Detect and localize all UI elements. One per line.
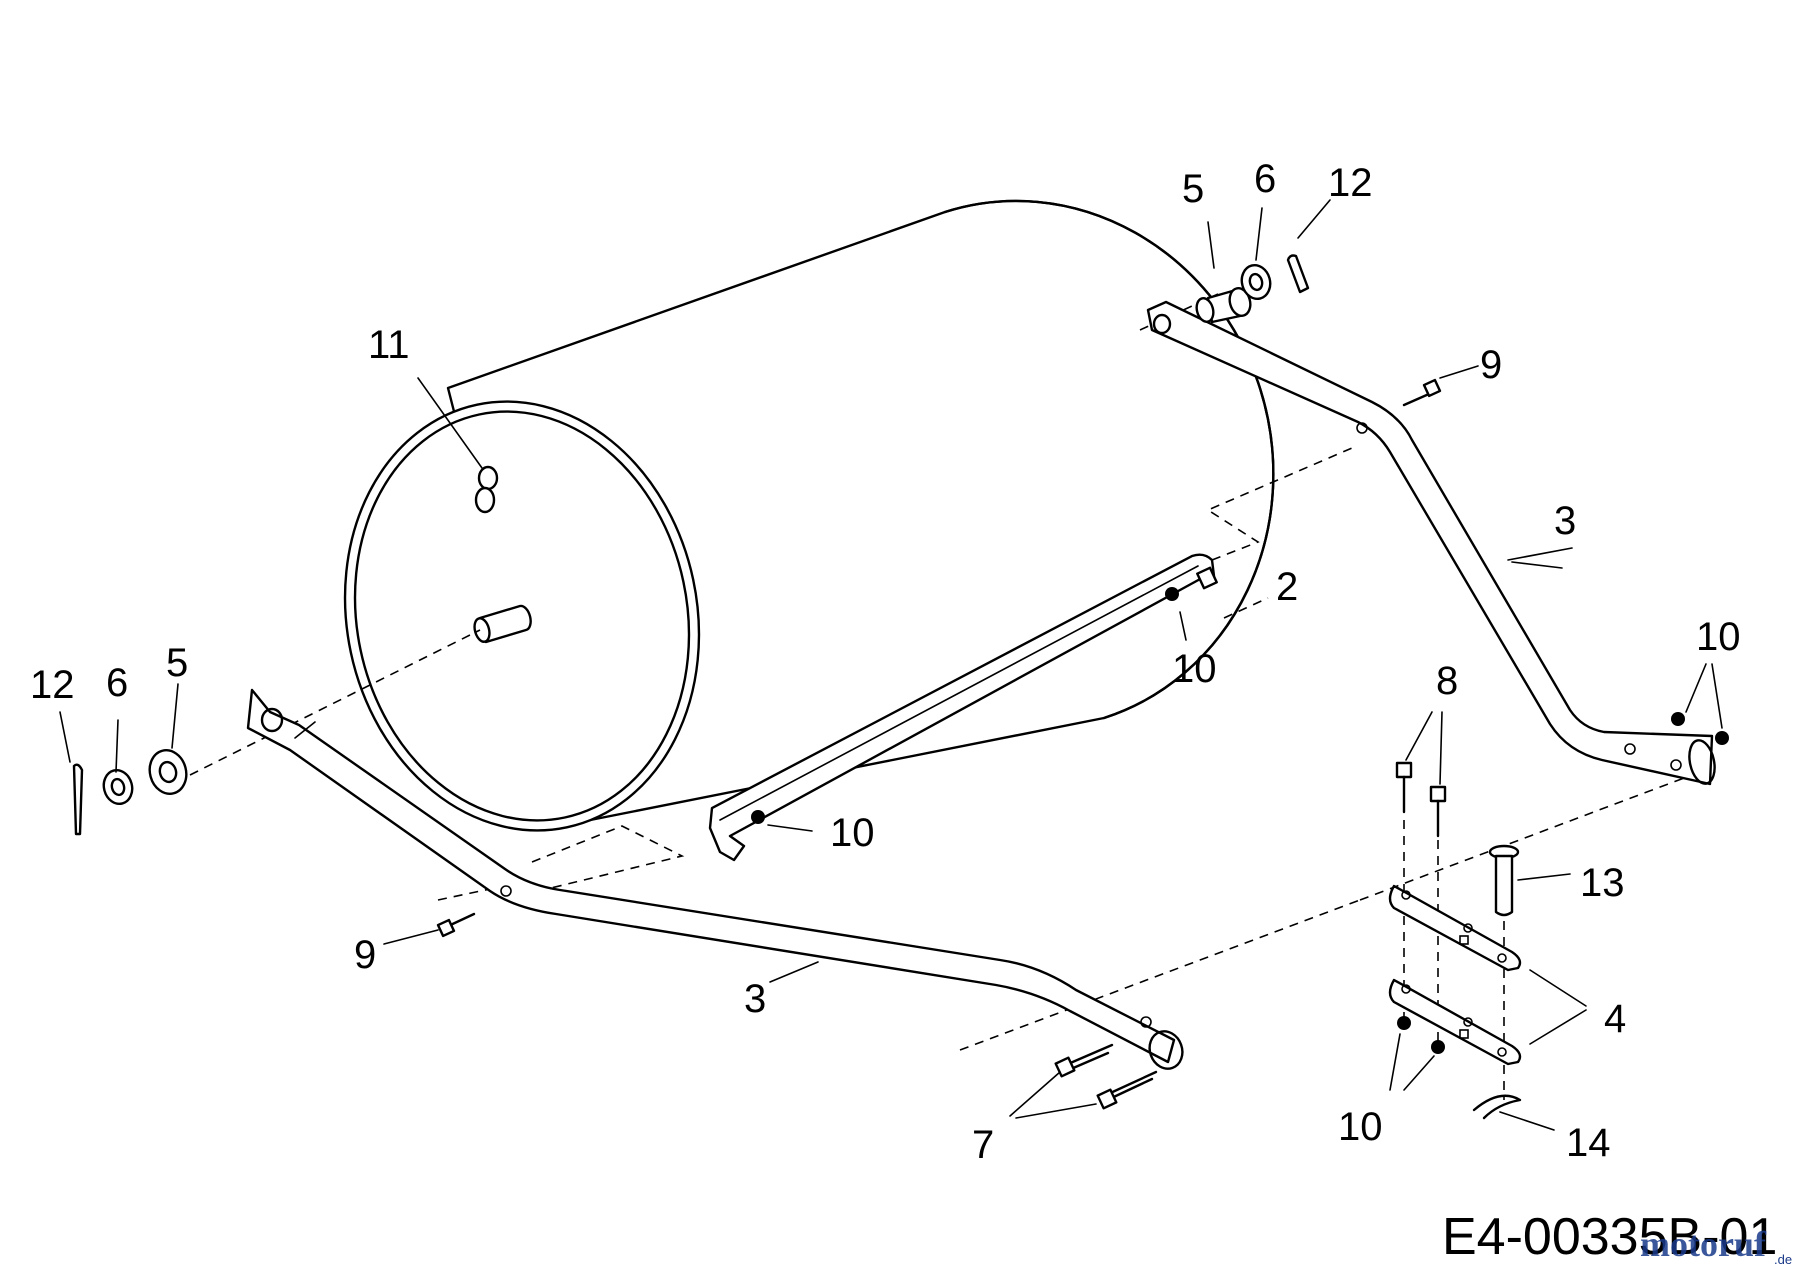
callout-10-arm-end: 10 <box>1696 615 1741 659</box>
callout-14: 14 <box>1566 1121 1611 1165</box>
callout-5-left: 5 <box>166 641 188 685</box>
watermark-suffix: .de <box>1774 1252 1792 1267</box>
bolts-8 <box>1395 761 1447 838</box>
spacer-5-left <box>148 749 188 795</box>
bolts-7 <box>1054 1043 1158 1110</box>
bolt-9-right <box>1402 378 1442 407</box>
callout-9-left: 9 <box>354 933 376 977</box>
clevis-pin-13 <box>1488 844 1520 917</box>
callout-12-right: 12 <box>1328 161 1373 205</box>
callout-5-right: 5 <box>1182 167 1204 211</box>
callout-12-left: 12 <box>30 663 75 707</box>
callout-3-left: 3 <box>744 977 766 1021</box>
callout-10-plates: 10 <box>1338 1105 1383 1149</box>
drain-plug <box>474 465 499 514</box>
nuts-10 <box>751 587 1729 1054</box>
callout-10-brace-right: 10 <box>1172 647 1217 691</box>
spacer-5-right <box>1195 287 1252 324</box>
callout-2: 2 <box>1276 565 1298 609</box>
watermark-text: motoruf <box>1640 1224 1767 1264</box>
callout-9-right: 9 <box>1480 343 1502 387</box>
leader-lines <box>59 199 1723 1131</box>
left-handle-arm <box>246 688 1184 1070</box>
roller-drum <box>343 199 1275 832</box>
callout-10-brace-left: 10 <box>830 811 875 855</box>
washer-6-left <box>102 768 134 806</box>
bolt-9-left <box>436 912 476 938</box>
cotter-pin-12-right <box>1286 254 1310 294</box>
callout-8: 8 <box>1436 659 1458 703</box>
washer-6-right <box>1240 263 1272 301</box>
callout-6-right: 6 <box>1254 157 1276 201</box>
brace-bar <box>708 553 1218 862</box>
cotter-pin-12-left <box>72 763 84 836</box>
hairpin-clip-14 <box>1472 1094 1522 1120</box>
plates-4 <box>1388 884 1522 1066</box>
right-handle-arm <box>1146 300 1716 786</box>
callout-6-left: 6 <box>106 661 128 705</box>
callout-7: 7 <box>972 1123 994 1167</box>
callout-13: 13 <box>1580 861 1625 905</box>
diagram-code: E4-00335B-01 <box>1442 1208 1777 1266</box>
callout-11: 11 <box>368 323 410 367</box>
callouts: 11 5 6 12 9 3 2 10 10 8 13 4 10 14 7 3 9… <box>30 157 1741 1167</box>
watermark-logo: motoruf .de <box>1640 1224 1792 1267</box>
axle-stub <box>473 604 532 644</box>
callout-3-right: 3 <box>1554 499 1576 543</box>
callout-4: 4 <box>1604 997 1626 1041</box>
